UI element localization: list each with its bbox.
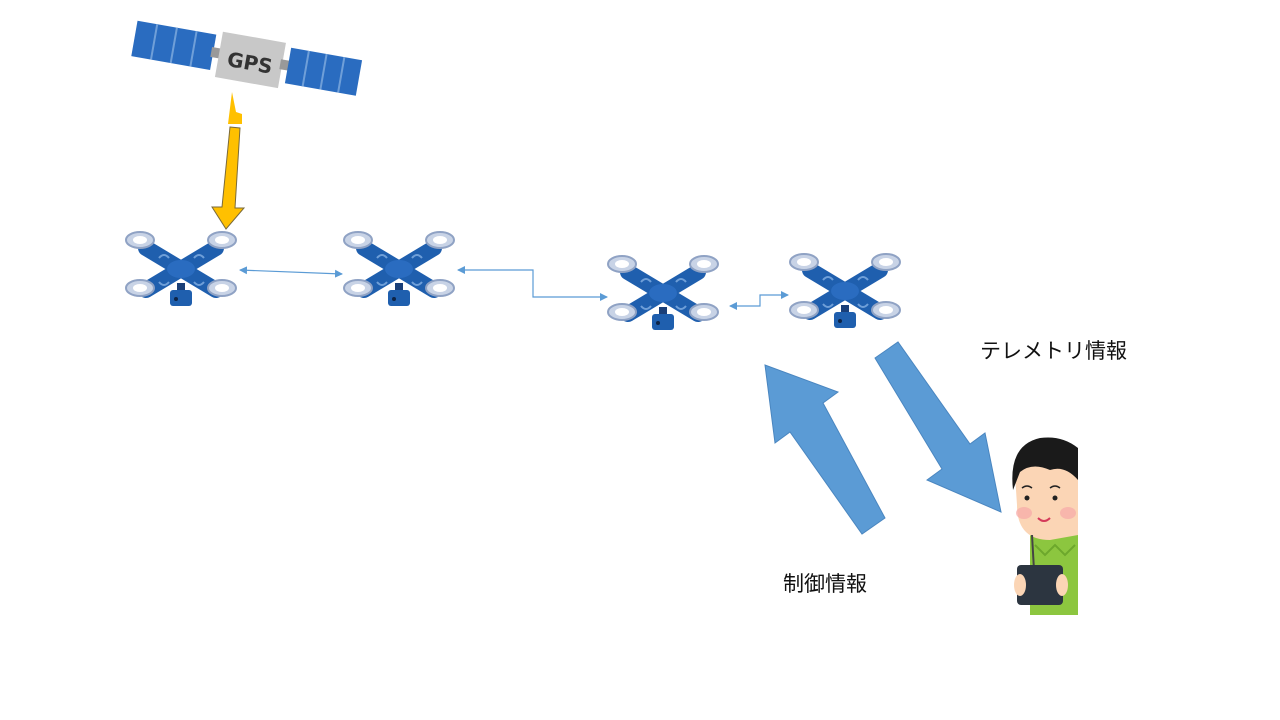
gps-signal-arrow xyxy=(211,92,246,230)
control-label: 制御情報 xyxy=(783,572,867,596)
gps-satellite: GPS xyxy=(131,20,363,96)
remote-controller xyxy=(1017,565,1063,605)
drone-2 xyxy=(344,232,454,306)
telemetry-label: テレメトリ情報 xyxy=(980,339,1127,363)
link-drone3-drone4 xyxy=(729,291,789,310)
control-arrow xyxy=(764,364,886,535)
drone-4 xyxy=(790,254,900,328)
telemetry-arrow xyxy=(874,341,1002,513)
drone-1 xyxy=(126,232,236,306)
link-drone1-drone2 xyxy=(239,266,343,278)
satellite-body xyxy=(214,31,286,89)
drone-3 xyxy=(608,256,718,330)
link-drone2-drone3 xyxy=(457,266,608,301)
operator-person xyxy=(1012,437,1078,615)
